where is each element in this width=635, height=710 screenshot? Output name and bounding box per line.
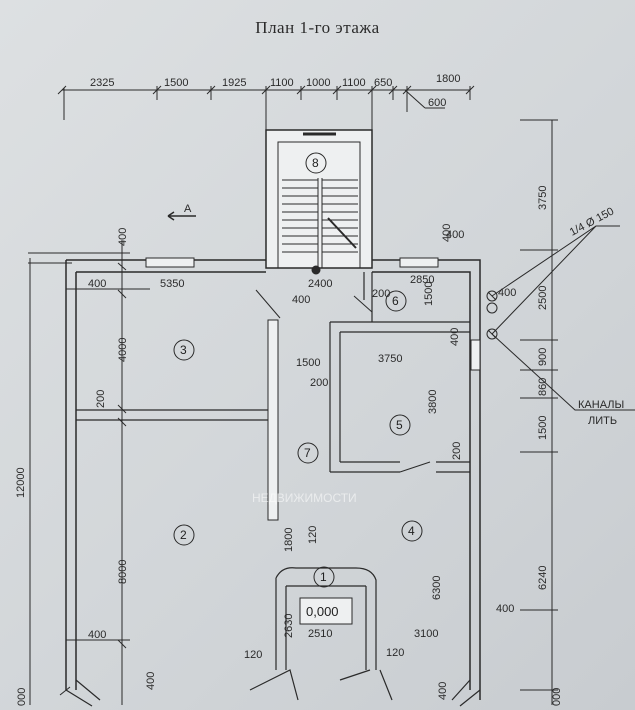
section-label: А	[184, 203, 192, 215]
right-dim-text: 400	[498, 287, 516, 299]
window-room-3	[145, 257, 195, 268]
right-dim-text: 000	[551, 688, 563, 706]
room-number: 4	[408, 524, 415, 538]
room-number: 2	[180, 528, 187, 542]
door-room3	[255, 289, 281, 319]
inner-dim-text: 2400	[308, 278, 332, 290]
callout-leaders	[491, 225, 635, 411]
room-circle-3	[173, 339, 195, 361]
room-number: 6	[392, 294, 399, 308]
top-dim-ticks	[57, 85, 475, 130]
right-dim-text: 400	[446, 229, 464, 241]
right-dim-text: 400	[441, 224, 453, 242]
left-dim-text: 400	[117, 228, 129, 246]
right-dim-text: 6240	[537, 566, 549, 590]
level-mark-box	[299, 597, 353, 625]
room-number: 8	[312, 156, 319, 170]
inner-dim-text: 1800	[283, 528, 295, 552]
corner-bays	[65, 679, 481, 707]
room-circle-7	[297, 442, 319, 464]
plan-title: План 1-го этажа	[255, 18, 380, 37]
inner-dim-text: 400	[449, 328, 461, 346]
callout-channel: КАНАЛЫ	[578, 399, 624, 411]
section-arrow	[167, 211, 196, 221]
vent-circle-3	[486, 328, 498, 340]
inner-dim-text: 120	[244, 649, 262, 661]
level-mark: 0,000	[306, 604, 339, 619]
inner-dim-text: 1500	[296, 357, 320, 369]
room-circle-8	[305, 152, 327, 174]
left-dim-text: 200	[95, 390, 107, 408]
room-number: 3	[180, 343, 187, 357]
left-dim-text: 12000	[15, 467, 27, 498]
inner-dim-text: 3750	[378, 353, 402, 365]
room-circle-5	[389, 414, 411, 436]
left-dim-text: 4000	[117, 338, 129, 362]
inner-dim-text: 400	[292, 294, 310, 306]
watermark: НЕДВИЖИМОСТИ	[252, 491, 357, 505]
right-dim-text: 000	[16, 688, 28, 706]
top-dim-text: 1500	[164, 77, 188, 89]
inner-dim-text: 3800	[427, 390, 439, 414]
callout-pipe: 1/4 Ø 150	[568, 205, 616, 238]
top-dim-text: 1800	[436, 73, 460, 85]
left-dim-text: 400	[145, 672, 157, 690]
wall-room3-room7	[267, 319, 279, 521]
inner-dim-text: 3100	[414, 628, 438, 640]
inner-dim-text: 1500	[423, 282, 435, 306]
inner-dim-text: 2630	[283, 614, 295, 638]
vent-circle-2	[486, 302, 498, 314]
right-dim-ticks	[520, 119, 558, 691]
right-dim-text: 2500	[537, 286, 549, 310]
entrance-steps	[249, 669, 393, 701]
window-room-5	[470, 339, 481, 371]
top-dim-text: 1100	[270, 77, 294, 89]
room-circle-6	[385, 290, 407, 312]
left-dim-text: 400	[88, 629, 106, 641]
room-circle-4	[401, 520, 423, 542]
callout-channel-2: ЛИТЬ	[588, 415, 617, 427]
room-circle-1	[313, 566, 335, 588]
top-dim-text: 2325	[90, 77, 114, 89]
room-number: 7	[304, 446, 311, 460]
inner-dim-text: 400	[437, 682, 449, 700]
room-number: 1	[320, 570, 327, 584]
inner-dim-text: 2850	[410, 274, 434, 286]
vestibule-walls	[275, 567, 377, 670]
inner-dim-text: 120	[386, 647, 404, 659]
wall-room3-room2	[76, 409, 268, 421]
vent-circle-1	[486, 290, 498, 302]
inner-dim-text: 5350	[160, 278, 184, 290]
inner-dim-text: 2510	[308, 628, 332, 640]
right-dim-text: 860	[537, 378, 549, 396]
staircase	[282, 178, 358, 268]
inner-dim-text: 200	[451, 442, 463, 460]
wall-room6	[363, 272, 373, 322]
room-number: 5	[396, 418, 403, 432]
top-dim-text: 1925	[222, 77, 246, 89]
top-dim-text: 650	[374, 77, 392, 89]
right-dim-text: 1500	[537, 416, 549, 440]
door-room6	[353, 295, 373, 313]
room-circle-2	[173, 524, 195, 546]
inner-dim-text: 6300	[431, 576, 443, 600]
inner-dim-text: 200	[372, 288, 390, 300]
right-dim-text: 3750	[537, 186, 549, 210]
inner-dim-text: 120	[307, 526, 319, 544]
right-dim-text: 900	[537, 348, 549, 366]
top-dim-text: 1100	[342, 77, 366, 89]
top-dim-text: 600	[428, 97, 446, 109]
walls-room5	[329, 321, 470, 473]
window-room-6	[399, 257, 439, 268]
inner-dim-text: 200	[310, 377, 328, 389]
left-dim-text: 400	[88, 278, 106, 290]
top-dim-text: 1000	[306, 77, 330, 89]
left-dim-text: 8000	[117, 560, 129, 584]
inner-dim-text: 400	[496, 603, 514, 615]
